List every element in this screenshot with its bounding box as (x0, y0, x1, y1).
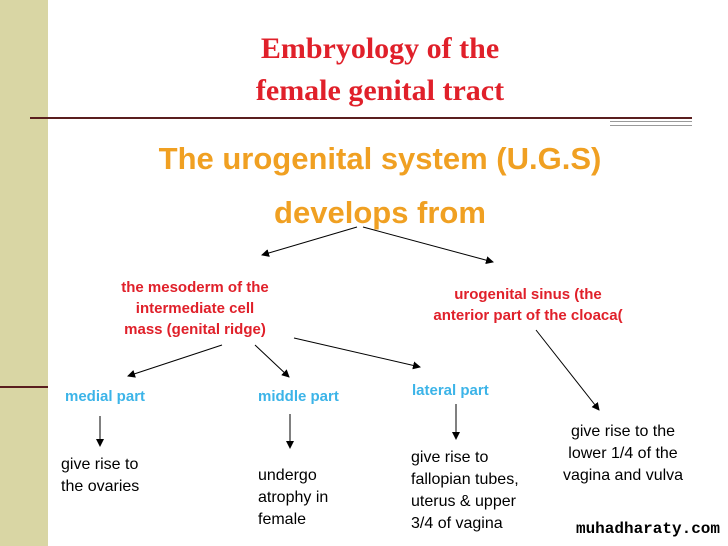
outcome-line: atrophy in (258, 489, 329, 506)
title-line: female genital tract (255, 74, 505, 107)
outcome-line: fallopian tubes, (411, 471, 519, 488)
outcome-line: undergo (258, 467, 317, 484)
title-divider-accent (610, 125, 692, 126)
arrow-to-urogenital-sinus (362, 226, 494, 265)
urogenital-sinus-node: urogenital sinus (the anterior part of t… (398, 284, 658, 326)
node-line: intermediate cell (135, 300, 255, 317)
outcome-line: uterus & upper (411, 493, 516, 510)
arrow-to-lower-vagina (535, 329, 600, 411)
subtitle-line: develops from (274, 195, 486, 230)
outcome-line: female (258, 511, 307, 528)
title-divider-accent (610, 121, 692, 122)
fallopian-tubes-outcome: give rise to fallopian tubes, uterus & u… (411, 447, 519, 535)
node-line: urogenital sinus (the (454, 286, 602, 303)
ovaries-outcome: give rise to the ovaries (61, 454, 139, 498)
lower-vagina-outcome: give rise to the lower 1/4 of the vagina… (548, 421, 698, 487)
slide-sidebar (0, 0, 48, 546)
outcome-line: give rise to (61, 456, 139, 473)
outcome-line: vagina and vulva (562, 467, 684, 484)
arrow-to-lateral-part (293, 337, 421, 370)
outcome-line: lower 1/4 of the (568, 445, 678, 462)
atrophy-outcome: undergo atrophy in female (258, 465, 328, 531)
node-line: the mesoderm of the (121, 279, 269, 296)
arrow-to-mesoderm (261, 226, 358, 257)
watermark: muhadharaty.com (575, 520, 720, 538)
lateral-part-label: lateral part (412, 382, 489, 399)
arrow-to-medial-part (127, 344, 223, 378)
outcome-line: the ovaries (61, 478, 140, 495)
arrow-to-middle-part (254, 344, 290, 378)
title-divider (30, 117, 692, 119)
outcome-line: 3/4 of vagina (411, 515, 503, 532)
node-line: anterior part of the cloaca( (433, 307, 623, 324)
slide-title: Embryology of the female genital tract (180, 28, 580, 112)
outcome-line: give rise to (411, 449, 489, 466)
mesoderm-node: the mesoderm of the intermediate cell ma… (95, 277, 295, 340)
node-line: mass (genital ridge) (124, 321, 266, 338)
medial-part-label: medial part (65, 388, 146, 405)
outcome-line: give rise to the (570, 423, 676, 440)
title-line: Embryology of the (260, 32, 500, 65)
subtitle-line: The urogenital system (U.G.S) (158, 141, 602, 176)
sidebar-divider (0, 386, 48, 388)
middle-part-label: middle part (258, 388, 339, 405)
slide-subtitle: The urogenital system (U.G.S) develops f… (80, 132, 680, 240)
